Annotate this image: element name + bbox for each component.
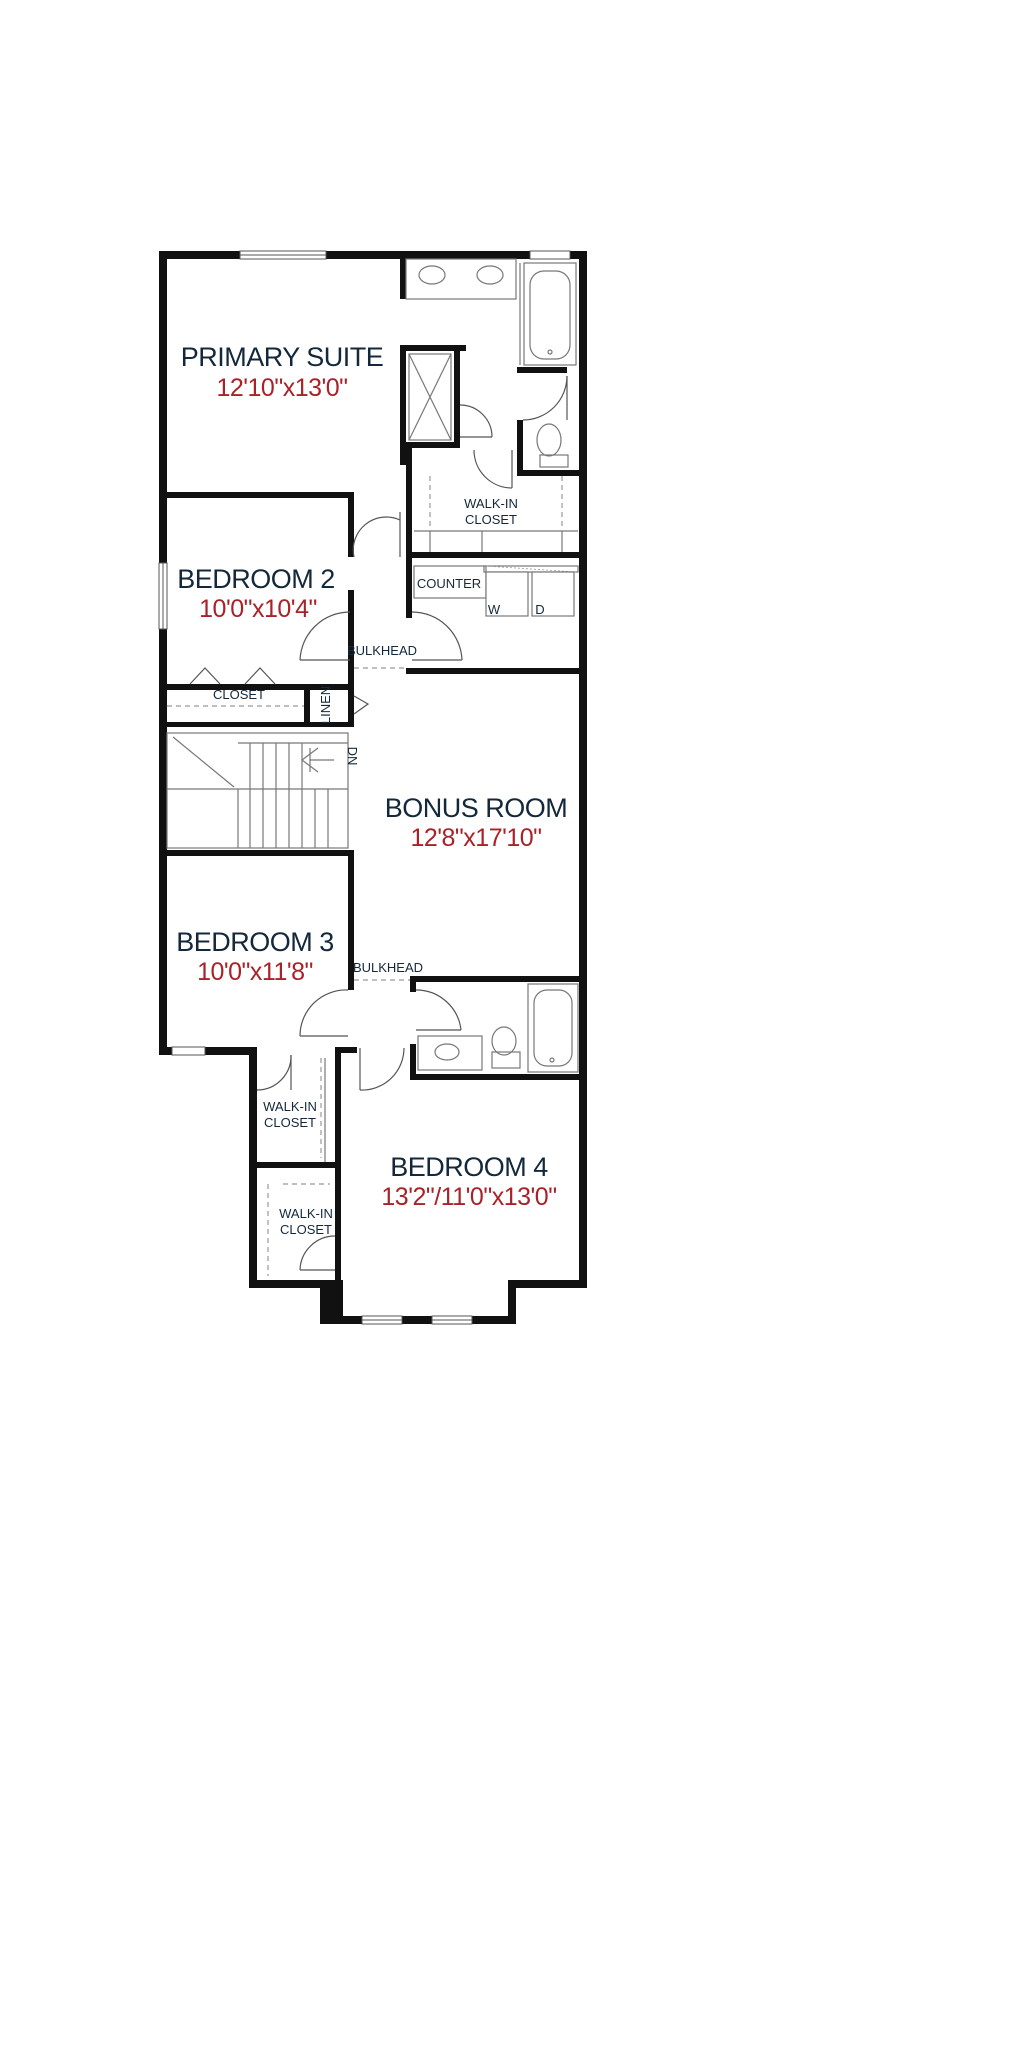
fixtures (166, 258, 579, 1276)
walkin-b-label-2: CLOSET (280, 1222, 332, 1237)
bulkhead-bottom-label: BULKHEAD (353, 960, 423, 975)
dryer-label: D (535, 602, 544, 617)
counter-label: COUNTER (417, 576, 481, 591)
area-labels: WALK-IN CLOSET COUNTER W D BULKHEAD CLOS… (213, 496, 545, 1237)
bedroom4-dim: 13'2"/11'0"x13'0" (381, 1183, 556, 1211)
walkin-a-label-2: CLOSET (264, 1115, 316, 1130)
bulkhead-top-label: BULKHEAD (347, 643, 417, 658)
room-labels: PRIMARY SUITE 12'10"x13'0" BEDROOM 2 10'… (176, 342, 568, 1211)
bedroom3-dim: 10'0"x11'8" (197, 958, 313, 986)
walkin-a-label-1: WALK-IN (263, 1099, 317, 1114)
dn-label: DN (345, 747, 360, 766)
bonus-room-dim: 12'8"x17'10" (410, 824, 541, 852)
walkin-top-label-2: CLOSET (465, 512, 517, 527)
bedroom2-name: BEDROOM 2 (177, 564, 335, 594)
windows (158, 250, 571, 1325)
bedroom3-name: BEDROOM 3 (176, 927, 334, 957)
linen-label: LINEN (318, 686, 333, 724)
walkin-top-label-1: WALK-IN (464, 496, 518, 511)
bonus-room-name: BONUS ROOM (385, 793, 568, 823)
bedroom2-dim: 10'0"x10'4" (199, 595, 317, 623)
walkin-b-label-1: WALK-IN (279, 1206, 333, 1221)
bedroom4-name: BEDROOM 4 (390, 1152, 548, 1182)
primary-suite-name: PRIMARY SUITE (181, 342, 384, 372)
primary-suite-dim: 12'10"x13'0" (216, 374, 347, 402)
washer-label: W (488, 602, 501, 617)
walls (159, 251, 587, 1324)
closet-label: CLOSET (213, 687, 265, 702)
floor-plan: PRIMARY SUITE 12'10"x13'0" BEDROOM 2 10'… (158, 250, 587, 1325)
